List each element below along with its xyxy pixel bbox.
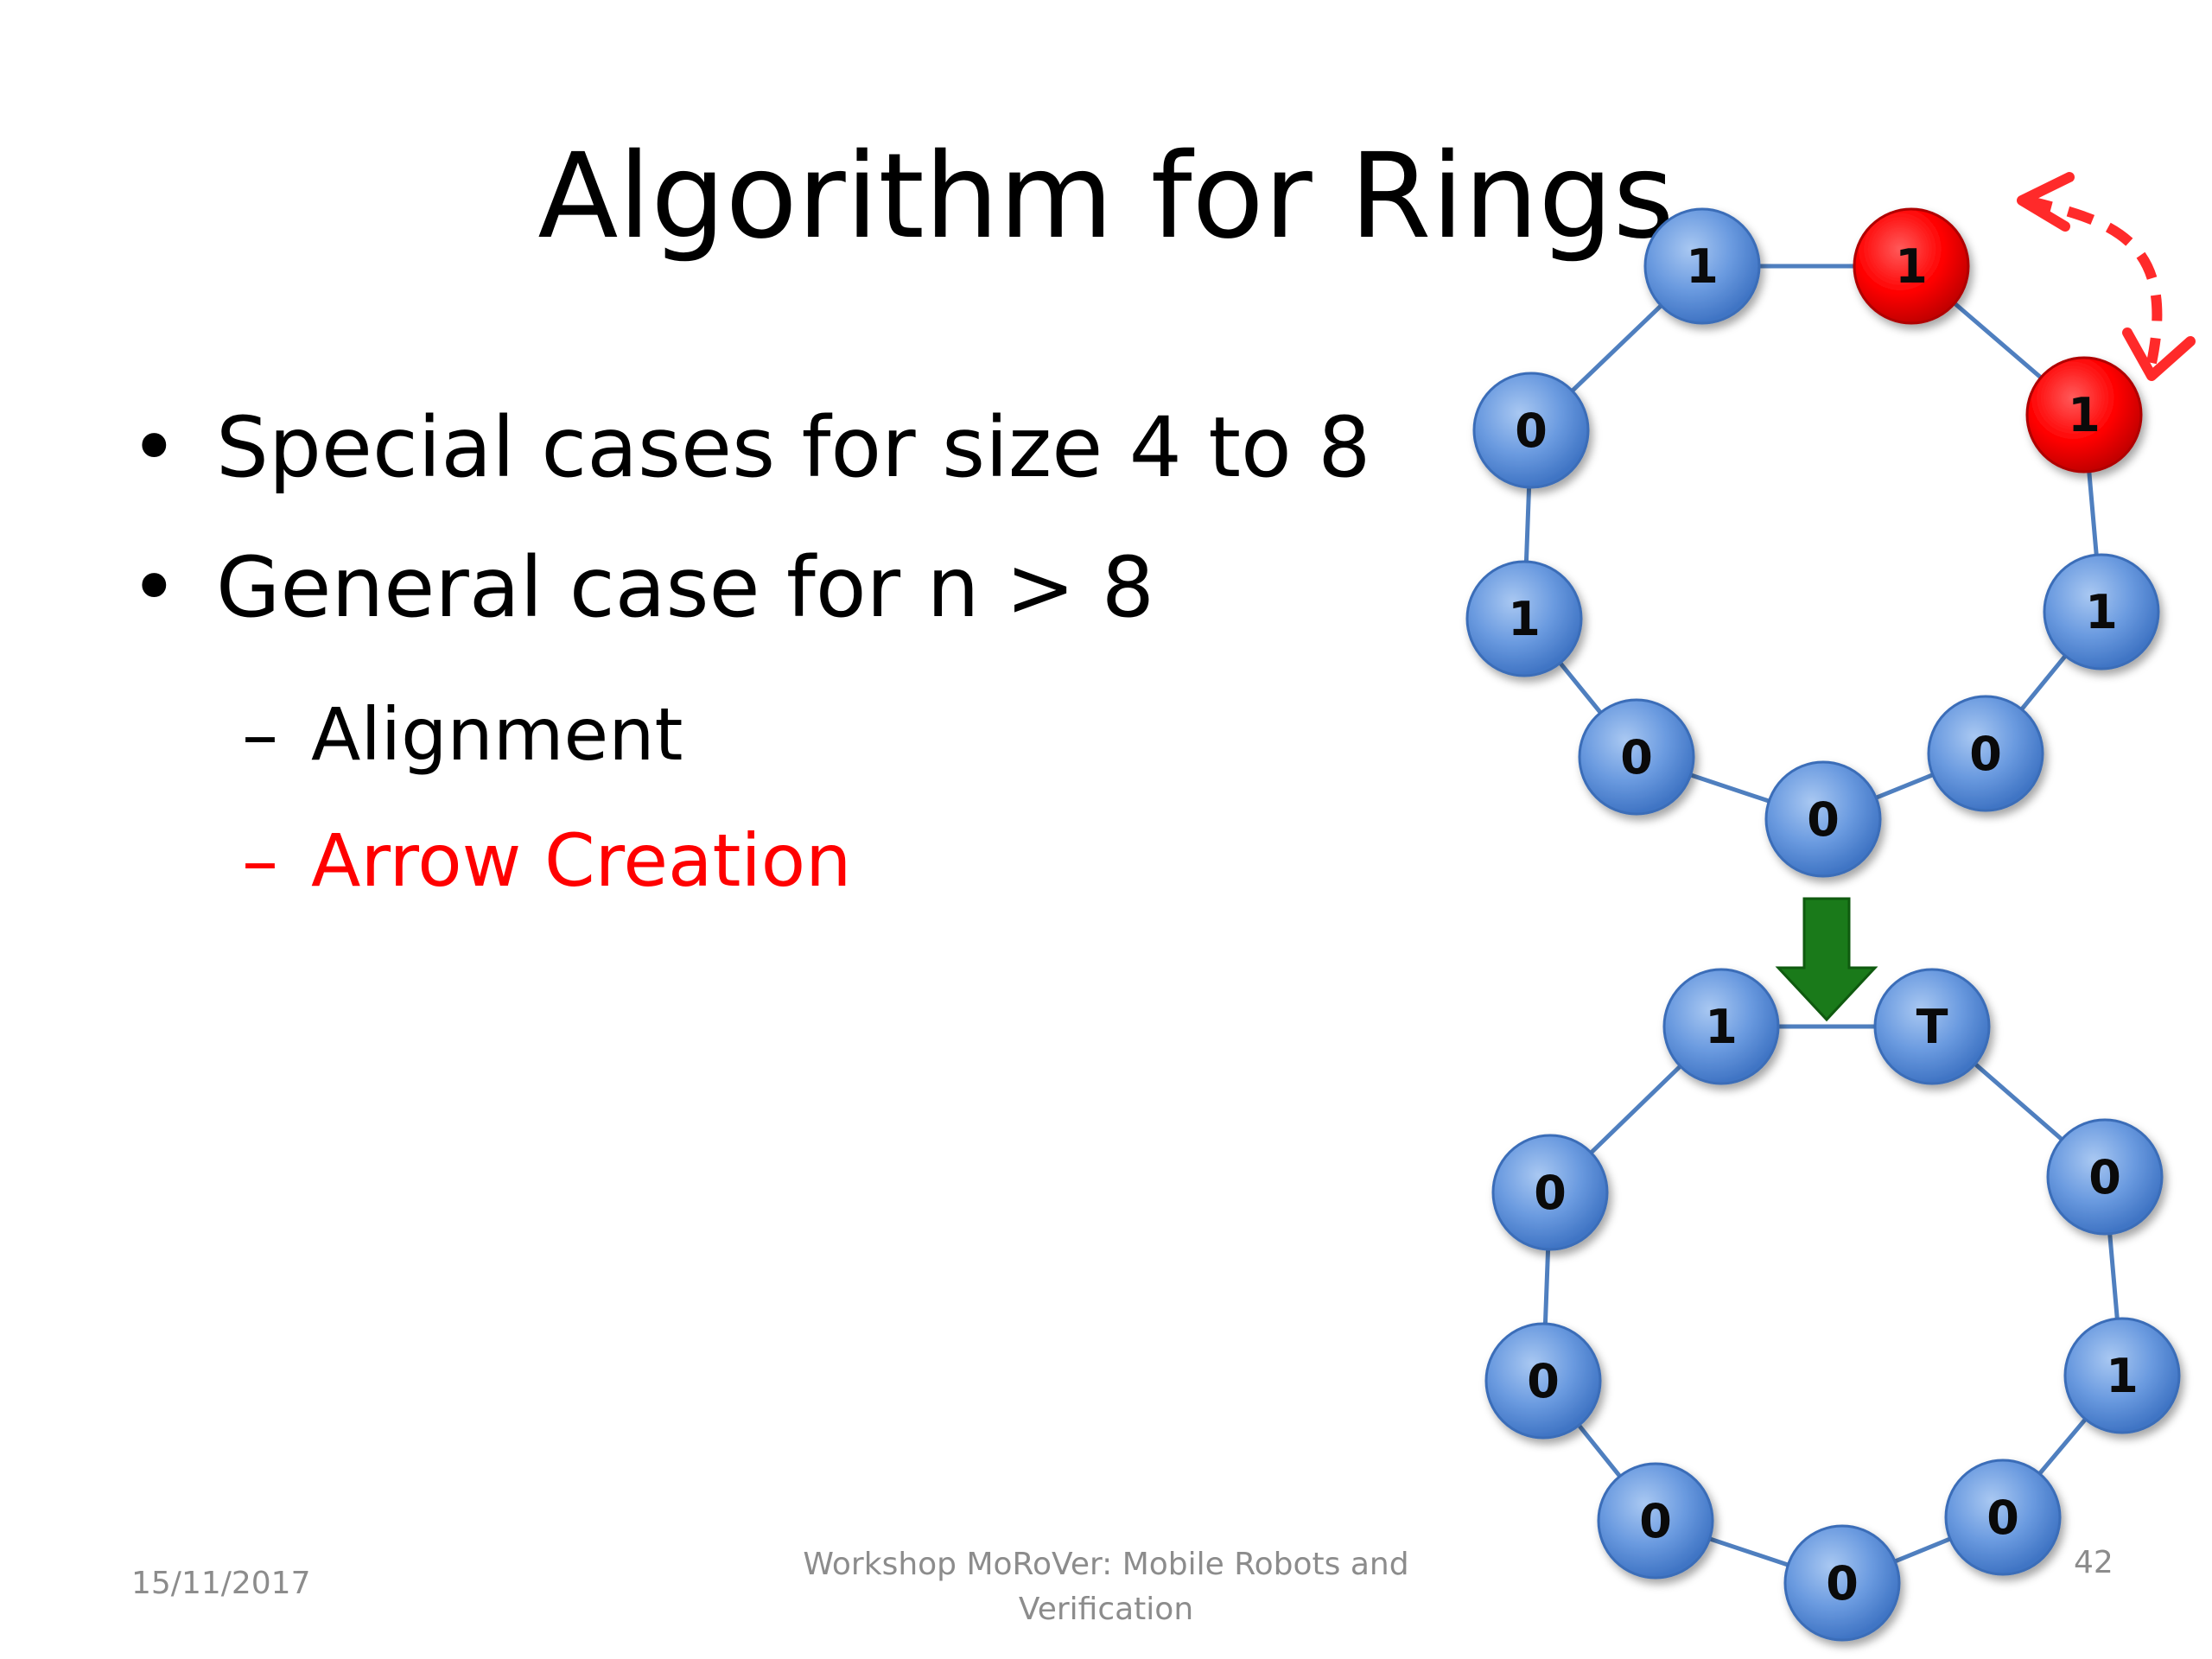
robot-node — [1944, 1459, 2062, 1576]
bottom-ring-node: T — [1873, 968, 1991, 1085]
node-label: 1 — [1895, 239, 1928, 294]
bottom-ring-node: 0 — [1783, 1524, 1901, 1642]
robot-node — [1643, 207, 1761, 325]
robot-node — [1662, 968, 1780, 1085]
node-label: 1 — [2106, 1349, 2139, 1403]
robot-node-highlighted — [2025, 356, 2143, 474]
node-label: 0 — [1639, 1494, 1672, 1548]
node-label: 0 — [1807, 792, 1840, 847]
top-ring-node: 0 — [1472, 372, 1590, 489]
robot-node — [1873, 968, 1991, 1085]
robot-node-highlighted — [1853, 207, 1970, 325]
swap-arrow-icon — [2017, 172, 2196, 381]
robot-node — [2043, 553, 2160, 671]
bottom-ring-node: 0 — [1597, 1462, 1714, 1580]
sub-bullet-text: Alignment — [311, 692, 683, 777]
top-ring-node: 0 — [1578, 698, 1695, 816]
robot-node — [1465, 560, 1583, 677]
bullet-text: Special cases for size 4 to 8 — [216, 399, 1371, 496]
node-label: 1 — [2085, 585, 2118, 639]
bottom-ring-node: 1 — [2063, 1317, 2181, 1434]
bullet-text: General case for n > 8 — [216, 539, 1154, 636]
top-ring-node: 1 — [1853, 207, 1970, 325]
footer-date: 15/11/2017 — [131, 1566, 311, 1601]
slide-title: Algorithm for Rings — [537, 129, 1675, 265]
node-label: T — [1916, 1000, 1948, 1054]
sub-bullet-marker: – — [242, 692, 278, 777]
node-label: 1 — [2068, 388, 2101, 442]
node-label: 0 — [1527, 1354, 1560, 1408]
robot-node — [1578, 698, 1695, 816]
footer-event-line: Workshop MoRoVer: Mobile Robots and — [803, 1547, 1409, 1582]
top-ring-node: 0 — [1764, 760, 1882, 878]
bottom-ring-node: 0 — [2046, 1118, 2164, 1236]
transform-arrow-icon — [1775, 897, 1878, 1022]
top-ring-node: 1 — [1643, 207, 1761, 325]
bottom-ring-node: 0 — [1491, 1134, 1609, 1251]
node-label: 0 — [1620, 730, 1653, 785]
node-label: 1 — [1508, 592, 1541, 646]
robot-node — [1491, 1134, 1609, 1251]
bottom-ring-node: 0 — [1944, 1459, 2062, 1576]
robot-node — [1783, 1524, 1901, 1642]
node-label: 0 — [2088, 1150, 2121, 1205]
top-ring-node: 1 — [2043, 553, 2160, 671]
bottom-ring-node: 1 — [1662, 968, 1780, 1085]
robot-node — [1484, 1322, 1602, 1440]
footer-event-line: Verification — [1018, 1592, 1194, 1627]
robot-node — [1927, 695, 2044, 812]
robot-node — [1764, 760, 1882, 878]
top-ring-node: 0 — [1927, 695, 2044, 812]
robot-node — [2063, 1317, 2181, 1434]
robot-node — [1472, 372, 1590, 489]
node-label: 0 — [1534, 1166, 1567, 1220]
top-ring: 1 1 1 1 0 0 0 1 0 — [1465, 207, 2160, 878]
bullet-marker: • — [130, 399, 179, 496]
node-label: 1 — [1686, 239, 1719, 294]
bottom-ring-node: 0 — [1484, 1322, 1602, 1440]
sub-bullet-text: Arrow Creation — [311, 818, 852, 903]
page-number: 42 — [2074, 1545, 2113, 1580]
bottom-ring: 1 T 0 1 0 0 0 0 0 — [1484, 968, 2181, 1642]
bullet-marker: • — [130, 539, 179, 636]
sub-bullet-marker: – — [242, 818, 278, 903]
node-label: 0 — [1515, 404, 1548, 458]
top-ring-node: 1 — [2025, 356, 2143, 474]
robot-node — [1597, 1462, 1714, 1580]
footer-event: Workshop MoRoVer: Mobile Robots and Veri… — [760, 1542, 1452, 1632]
robot-node — [2046, 1118, 2164, 1236]
top-ring-node: 1 — [1465, 560, 1583, 677]
node-label: 0 — [1969, 727, 2002, 781]
node-label: 1 — [1705, 1000, 1738, 1054]
node-label: 0 — [1986, 1491, 2019, 1545]
node-label: 0 — [1826, 1556, 1859, 1611]
